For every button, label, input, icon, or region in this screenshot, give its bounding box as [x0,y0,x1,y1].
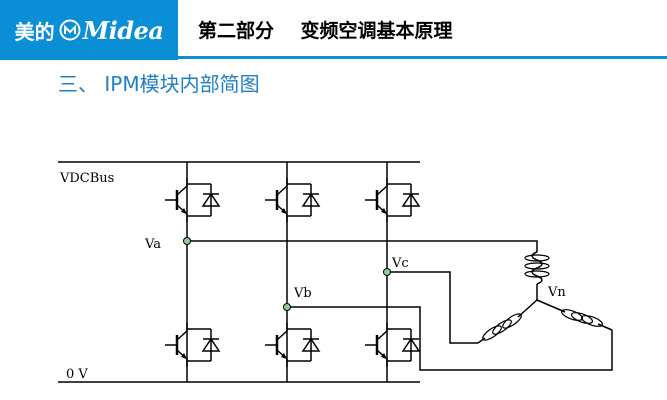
motor-winding-right [536,299,613,331]
slide-header: 美的 Midea 第二部分 变频空调基本原理 [0,0,667,60]
section-title: 三、 IPM模块内部简图 [58,72,260,96]
midea-emblem-icon [59,19,81,41]
vc-output-wire [387,271,478,344]
node-va [183,237,191,245]
node-vc [383,268,391,276]
lower-switch-a [163,321,221,369]
motor-winding-top [524,251,550,300]
lower-switch-b [263,321,321,369]
upper-switch-b [263,176,321,224]
logo-chinese-text: 美的 [14,19,55,44]
label-vn: Vn [547,285,566,300]
header-title: 第二部分 变频空调基本原理 [198,20,453,42]
label-zero-v: 0 V [66,367,88,382]
label-vb: Vb [293,286,312,301]
header-divider [0,56,667,59]
label-vdcbus: VDCBus [59,171,114,186]
upper-switch-a [163,176,221,224]
upper-switch-c [363,176,421,224]
label-va: Va [144,237,161,252]
lower-switch-c [363,321,421,369]
logo-english-text: Midea [82,15,164,45]
vb-output-wire [287,306,613,371]
label-vc: Vc [391,256,409,271]
motor-winding-left [477,299,538,344]
node-vb [283,303,291,311]
va-output-wire [187,240,538,252]
midea-logo: 美的 Midea [0,0,178,60]
